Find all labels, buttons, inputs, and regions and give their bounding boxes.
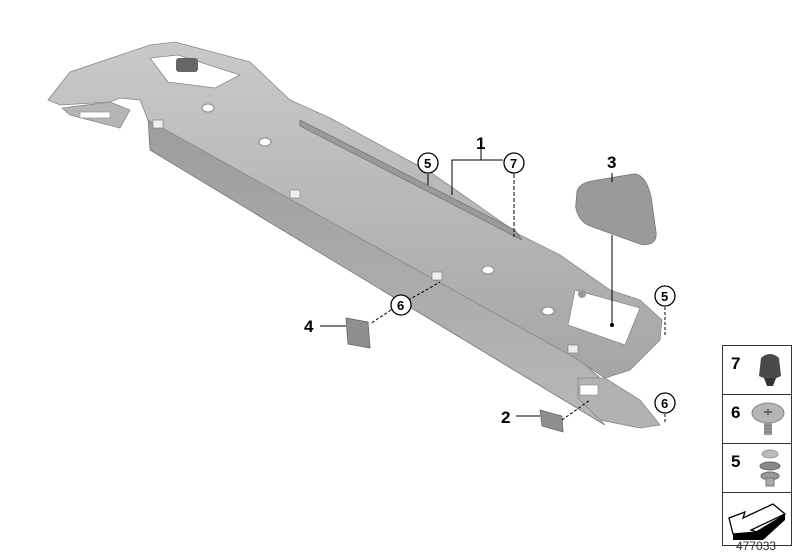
svg-text:5: 5 xyxy=(424,156,431,171)
svg-text:5: 5 xyxy=(661,289,668,304)
cover-plate-part-3[interactable] xyxy=(574,173,657,248)
circled-callout-5-top[interactable]: 5 xyxy=(417,152,439,174)
clip-fastener-icon xyxy=(759,449,781,487)
cap-part-4[interactable] xyxy=(345,317,371,349)
callout-3[interactable]: 3 xyxy=(607,153,616,172)
legend-item-direction[interactable] xyxy=(723,493,791,545)
circled-callout-6-left[interactable]: 6 xyxy=(390,294,412,316)
legend-item-5[interactable]: 5 xyxy=(723,444,791,493)
svg-text:6: 6 xyxy=(397,298,404,313)
callout-4[interactable]: 4 xyxy=(304,317,314,336)
legend-item-7[interactable]: 7 xyxy=(723,346,791,395)
direction-arrow-icon xyxy=(728,503,787,540)
diagram-id-number: 477033 xyxy=(736,539,777,553)
screw-icon xyxy=(751,402,785,435)
circled-callout-7[interactable]: 7 xyxy=(503,152,525,174)
legend-number: 7 xyxy=(731,354,741,373)
svg-text:6: 6 xyxy=(661,396,668,411)
fastener-legend: 7 6 5 xyxy=(722,345,792,546)
legend-item-6[interactable]: 6 xyxy=(723,395,791,444)
svg-text:7: 7 xyxy=(510,156,517,171)
leader-lines xyxy=(320,143,666,422)
rear-shelf-trim-panel[interactable] xyxy=(47,41,663,429)
legend-number: 5 xyxy=(731,452,741,471)
circled-callout-6-right[interactable]: 6 xyxy=(654,392,676,414)
grommet-cap-icon xyxy=(759,354,781,386)
cap-part-2[interactable] xyxy=(539,409,564,433)
callout-1[interactable]: 1 xyxy=(476,134,485,153)
callout-2[interactable]: 2 xyxy=(501,408,510,427)
circled-callout-5-right[interactable]: 5 xyxy=(654,285,676,307)
legend-number: 6 xyxy=(731,403,741,422)
